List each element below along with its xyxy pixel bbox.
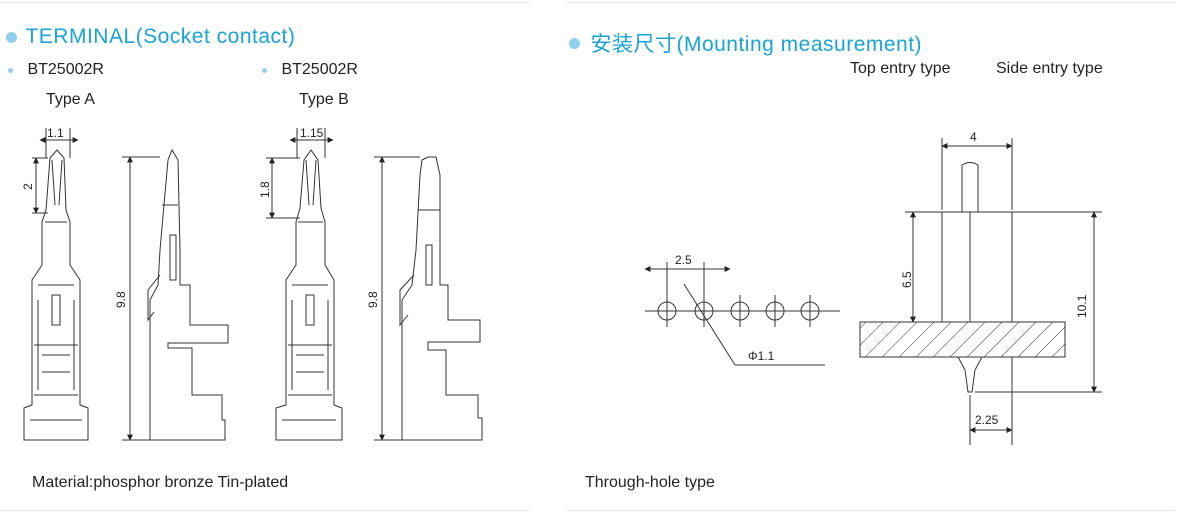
- type-b-label: Type B: [299, 91, 349, 108]
- type-a-side-view: [122, 148, 229, 441]
- bottom-rule-left: [0, 510, 530, 511]
- bottom-width-dim: 2.25: [975, 413, 999, 427]
- dim-a-length: 9.8: [114, 291, 128, 308]
- bottom-rule-right: [565, 510, 1175, 511]
- material-note: Material:phosphor bronze Tin-plated: [32, 474, 289, 491]
- part-b-row: BT25002R: [262, 61, 358, 79]
- pitch-dim: 2.5: [675, 253, 692, 267]
- pin-width-dim: 4: [970, 130, 977, 144]
- right-title-row: 安装尺寸(Mounting measurement): [569, 28, 922, 58]
- mounting-section-view: [859, 138, 1102, 445]
- bullet-icon: [569, 37, 580, 49]
- dim-b-width: 1.15: [300, 126, 324, 140]
- top-rule-right: [565, 2, 1175, 3]
- part-number-b: BT25002R: [281, 61, 358, 78]
- dim-a-tip: 2: [21, 183, 35, 190]
- total-height-dim: 10.1: [1075, 294, 1089, 318]
- left-title-row: TERMINAL(Socket contact): [6, 25, 295, 49]
- side-entry-label: Side entry type: [996, 60, 1103, 77]
- bullet-icon: [262, 67, 267, 73]
- top-entry-label: Top entry type: [850, 60, 951, 77]
- through-hole-label: Through-hole type: [585, 474, 715, 491]
- pin-height-dim: 6.5: [900, 271, 914, 288]
- type-a-label: Type A: [46, 91, 95, 108]
- hole-pattern: [644, 262, 840, 366]
- type-a-front-view: [23, 128, 89, 441]
- section-title-terminal: TERMINAL(Socket contact): [25, 25, 296, 48]
- hole-diameter: Φ1.1: [748, 349, 775, 363]
- dim-b-tip: 1.8: [258, 181, 272, 198]
- bullet-icon: [8, 67, 13, 73]
- dim-b-length: 9.8: [366, 291, 380, 308]
- part-number-a: BT25002R: [27, 61, 104, 78]
- bullet-icon: [6, 31, 17, 43]
- part-a-row: BT25002R: [8, 61, 104, 79]
- type-b-side-view: [374, 156, 483, 441]
- dim-a-width: 1.1: [47, 126, 64, 140]
- type-b-front-view: [266, 128, 343, 441]
- section-title-mounting: 安装尺寸(Mounting measurement): [590, 33, 923, 56]
- top-rule-left: [0, 2, 530, 3]
